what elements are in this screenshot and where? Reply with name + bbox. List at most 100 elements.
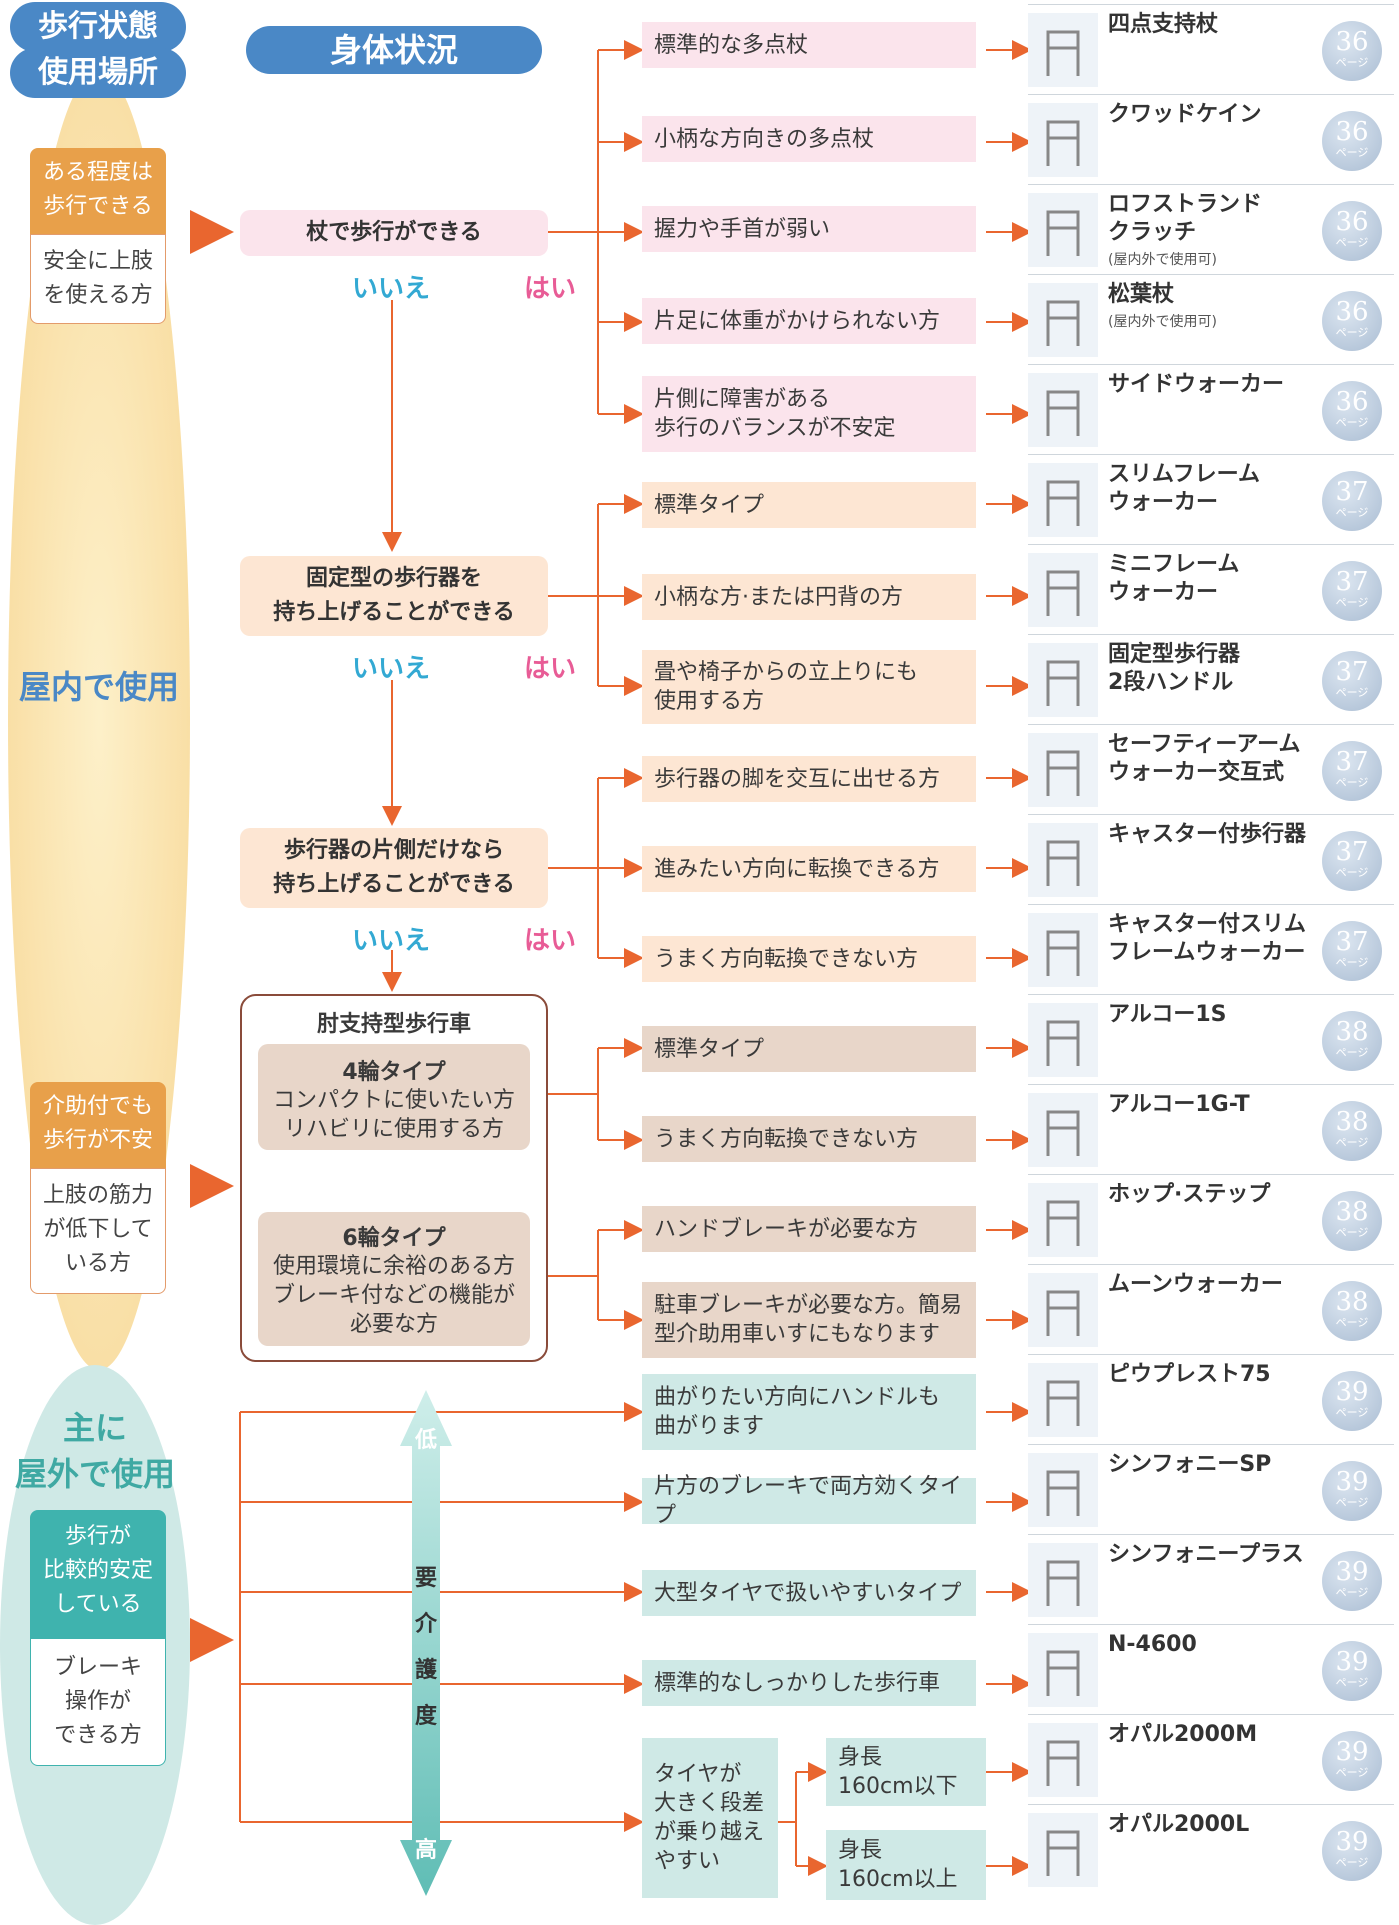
product-name[interactable]: ムーンウォーカー (1108, 1272, 1283, 1297)
condition-box: 小柄な方·または円背の方 (642, 574, 976, 620)
condition-box: タイヤが 大きく段差 が乗り越え やすい (642, 1738, 778, 1898)
page-number: 37 (1335, 567, 1369, 597)
product-image-icon (1028, 1363, 1098, 1437)
yes-label: はい (524, 274, 577, 304)
page-number: 38 (1335, 1197, 1369, 1227)
product-image-icon (1028, 1813, 1098, 1887)
product-image-icon (1028, 1723, 1098, 1797)
page-number: 36 (1335, 117, 1369, 147)
height-cond-high: 身長 160cm以上 (826, 1830, 986, 1900)
no-label: いいえ (352, 926, 431, 956)
product-image-icon (1028, 463, 1098, 537)
page-unit: ページ (1335, 596, 1369, 609)
product-name[interactable]: ホップ·ステップ (1108, 1182, 1271, 1207)
care-level-label: 要 介 護 度 (414, 1566, 437, 1729)
product-image-icon (1028, 733, 1098, 807)
type-6wheel: 6輪タイプ 使用環境に余裕のある方 ブレーキ付などの機能が 必要な方 (258, 1212, 530, 1346)
entry-arrow-icon (190, 210, 234, 254)
product-name[interactable]: ピウプレスト75 (1108, 1362, 1271, 1387)
product-name[interactable]: アルコー1G-T (1108, 1092, 1250, 1117)
product-image-icon (1028, 283, 1098, 357)
page-unit: ページ (1335, 1046, 1369, 1059)
condition-box: 片側に障害がある 歩行のバランスが不安定 (642, 376, 976, 452)
product-name[interactable]: キャスター付歩行器 (1108, 822, 1307, 847)
page-unit: ページ (1335, 1766, 1369, 1779)
product-name[interactable]: 松葉杖 (1108, 282, 1175, 307)
product-name[interactable]: スリムフレーム ウォーカー (1108, 462, 1261, 515)
page-number: 37 (1335, 927, 1369, 957)
product-name[interactable]: セーフティーアーム ウォーカー交互式 (1108, 732, 1301, 785)
product-name[interactable]: シンフォニーSP (1108, 1452, 1272, 1477)
product-name[interactable]: オパル2000M (1108, 1722, 1258, 1747)
product-name[interactable]: サイドウォーカー (1108, 372, 1285, 397)
page-number: 39 (1335, 1737, 1369, 1767)
product-name[interactable]: 固定型歩行器 2段ハンドル (1108, 642, 1241, 695)
product-name[interactable]: ミニフレーム ウォーカー (1108, 552, 1240, 605)
product-name[interactable]: クワッドケイン (1108, 102, 1262, 127)
product-name[interactable]: 四点支持杖 (1108, 12, 1219, 37)
condition-box: 歩行器の脚を交互に出せる方 (642, 756, 976, 802)
product-name[interactable]: キャスター付スリム フレームウォーカー (1108, 912, 1307, 965)
type-6wheel-name: 6輪タイプ (342, 1226, 446, 1251)
condition-box: 曲がりたい方向にハンドルも 曲がります (642, 1374, 976, 1450)
no-label: いいえ (352, 274, 431, 304)
product-note: (屋内外で使用可) (1108, 314, 1217, 330)
product-image-icon (1028, 1093, 1098, 1167)
product-image-icon (1028, 1003, 1098, 1077)
product-name[interactable]: N-4600 (1108, 1632, 1197, 1657)
product-name[interactable]: シンフォニープラス (1108, 1542, 1304, 1567)
product-name[interactable]: アルコー1S (1108, 1002, 1227, 1027)
page-unit: ページ (1335, 1676, 1369, 1689)
use-place-header: 使用場所 (10, 48, 186, 98)
product-name[interactable]: ロフストランド クラッチ (1108, 192, 1263, 245)
question-fixed-walker: 固定型の歩行器を 持ち上げることができる (240, 556, 548, 636)
walk-state-header: 歩行状態 (10, 2, 186, 52)
entry-arrow-icon (190, 1164, 234, 1208)
product-image-icon (1028, 103, 1098, 177)
left-group-tag-3: 歩行が 比較的安定 している (30, 1510, 166, 1638)
product-name[interactable]: オパル2000L (1108, 1812, 1250, 1837)
